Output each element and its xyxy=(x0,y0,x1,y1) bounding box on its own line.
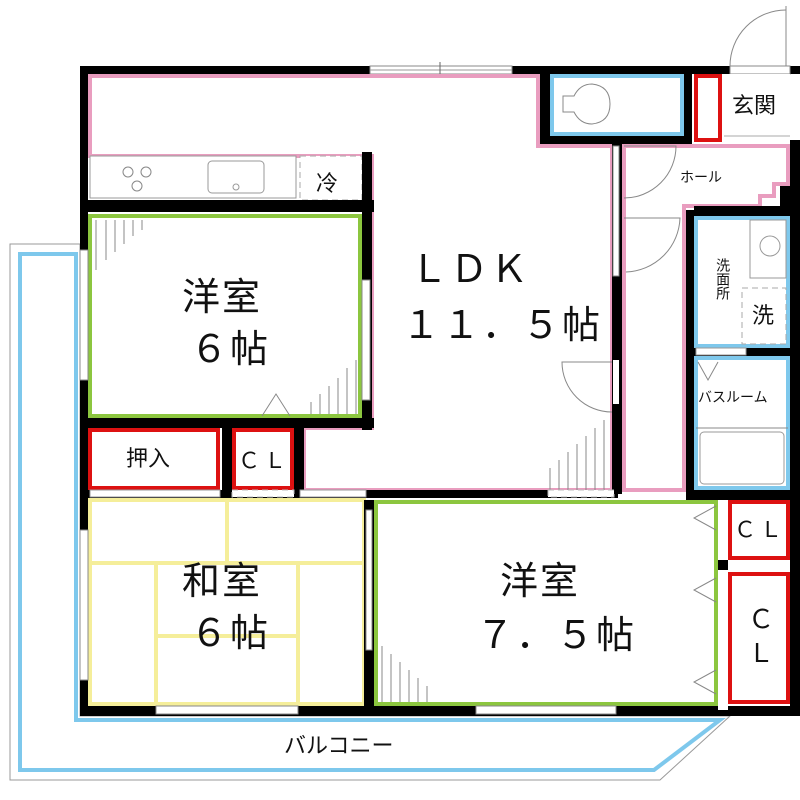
western-7-5-size: ７．５帖 xyxy=(476,613,637,657)
ldk-name: ＬＤＫ xyxy=(410,247,531,291)
ldk-size: １１．５帖 xyxy=(402,303,603,347)
fridge-label: 冷 xyxy=(316,172,339,197)
western-room-7-5 xyxy=(374,498,728,715)
western-room-6 xyxy=(79,214,374,428)
hall xyxy=(622,144,800,500)
bathroom xyxy=(690,356,800,500)
western-6-name: 洋室 xyxy=(182,275,263,319)
balcony-label: バルコニー xyxy=(284,734,394,759)
closet-c-label-1: Ｃ xyxy=(748,605,775,635)
japanese-room-windows xyxy=(79,500,374,715)
closet-c-label-2: Ｌ xyxy=(748,639,775,669)
entrance-area xyxy=(694,74,790,142)
oshiire-label: 押入 xyxy=(126,447,171,472)
western-7-5-name: 洋室 xyxy=(500,559,581,603)
washroom xyxy=(694,216,790,356)
closet-b-label: ＣＬ xyxy=(734,518,787,543)
western-6-size: ６帖 xyxy=(190,327,271,371)
washroom-label: 洗面所 xyxy=(714,258,731,300)
washer-label: 洗 xyxy=(752,304,775,329)
japanese-6-name: 和室 xyxy=(182,559,263,603)
japanese-room-6 xyxy=(88,498,366,706)
entrance-door xyxy=(729,6,791,75)
japanese-6-size: ６帖 xyxy=(190,611,271,655)
hall-label: ホール xyxy=(680,170,722,186)
entrance-label: 玄関 xyxy=(732,94,777,119)
bathroom-label: バスルーム xyxy=(698,390,768,406)
toilet-room xyxy=(550,74,684,136)
oshiire-closet xyxy=(88,428,618,498)
right-closets xyxy=(728,500,790,704)
closet-a-label: ＣＬ xyxy=(238,449,291,474)
